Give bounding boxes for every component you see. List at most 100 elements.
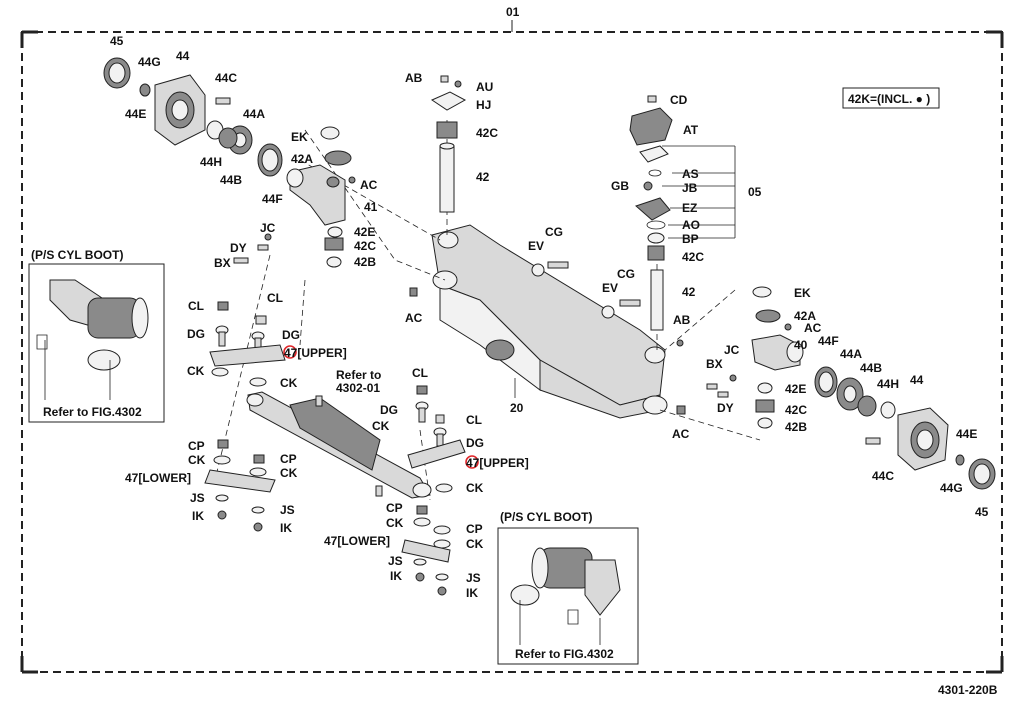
- label-js-left-2: JS: [280, 503, 295, 517]
- label-dg-center-1: DG: [380, 403, 398, 417]
- label-42e-right: 42E: [785, 382, 806, 396]
- sheet-number: 01: [506, 5, 520, 19]
- label-bp: BP: [682, 232, 699, 246]
- label-44g-right: 44G: [940, 481, 963, 495]
- label-42c-right-top: 42C: [682, 250, 704, 264]
- figure-id: 4301-220B: [938, 683, 998, 697]
- legend-note: 42K=(INCL. ● ): [848, 92, 930, 106]
- label-42a-left: 42A: [291, 152, 313, 166]
- label-ev-2: EV: [602, 281, 618, 295]
- label-cp-center-1: CP: [386, 501, 403, 515]
- label-44c-left: 44C: [215, 71, 237, 85]
- label-cg-2: CG: [617, 267, 635, 281]
- label-dy-right: DY: [717, 401, 734, 415]
- label-ck-center-1: CK: [372, 419, 390, 433]
- label-ao: AO: [682, 218, 700, 232]
- ac-bolt-center: [409, 287, 418, 297]
- label-cg-1: CG: [545, 225, 563, 239]
- label-42c-right: 42C: [785, 403, 807, 417]
- center-arm-parts: [401, 385, 466, 596]
- left-lower-arm-parts: [204, 439, 276, 532]
- label-ik-left-1: IK: [192, 509, 204, 523]
- label-ac-right: AC: [672, 427, 690, 441]
- label-cl-center-2: CL: [466, 413, 482, 427]
- label-42b-left: 42B: [354, 255, 376, 269]
- label-jb: JB: [682, 181, 698, 195]
- label-42c-left: 42C: [354, 239, 376, 253]
- right-knuckle-assembly: [706, 286, 804, 429]
- left-knuckle: [286, 164, 356, 226]
- label-cl-left-1: CL: [188, 299, 204, 313]
- label-cd: CD: [670, 93, 688, 107]
- label-cp-center-2: CP: [466, 522, 483, 536]
- label-44-left: 44: [176, 49, 190, 63]
- ab-fitting-right: [676, 339, 684, 347]
- label-ck-center-3: CK: [386, 516, 404, 530]
- label-ab-top: AB: [405, 71, 423, 85]
- label-42e-left: 42E: [354, 225, 375, 239]
- label-hj: HJ: [476, 98, 491, 112]
- label-ac-left-knuckle: AC: [360, 178, 378, 192]
- label-42b-right: 42B: [785, 420, 807, 434]
- label-41: 41: [364, 200, 378, 214]
- left-inset: [28, 263, 165, 423]
- label-jc-right: JC: [724, 343, 740, 357]
- label-dg-left-2: DG: [282, 328, 300, 342]
- label-42c-top: 42C: [476, 126, 498, 140]
- label-44a-right: 44A: [840, 347, 862, 361]
- label-ck-left-2: CK: [280, 376, 298, 390]
- label-cp-left-2: CP: [280, 452, 297, 466]
- label-ck-left-1: CK: [187, 364, 205, 378]
- label-44a-left: 44A: [243, 107, 265, 121]
- left-hub-assembly: [103, 57, 283, 177]
- label-bx-left: BX: [214, 256, 231, 270]
- label-42-right: 42: [682, 285, 696, 299]
- label-ik-center-2: IK: [466, 586, 478, 600]
- label-jc-left: JC: [260, 221, 276, 235]
- label-ik-center-1: IK: [390, 569, 402, 583]
- label-44b-left: 44B: [220, 173, 242, 187]
- label-47-lower-center[interactable]: 47[LOWER]: [324, 534, 390, 548]
- sheet-frame: [20, 20, 1004, 674]
- label-ac-right-knuckle: AC: [804, 321, 822, 335]
- right-inset-title: (P/S CYL BOOT): [500, 510, 592, 524]
- label-ik-left-2: IK: [280, 521, 292, 535]
- label-bx-right: BX: [706, 357, 723, 371]
- label-cp-left-1: CP: [188, 439, 205, 453]
- label-ac-center: AC: [405, 311, 423, 325]
- label-ck-center-4: CK: [466, 537, 484, 551]
- right-hub-assembly: [814, 366, 996, 490]
- label-gb: GB: [611, 179, 629, 193]
- label-ez: EZ: [682, 201, 697, 215]
- label-dg-center-2: DG: [466, 436, 484, 450]
- legend-box: [842, 87, 940, 109]
- left-inset-ref[interactable]: Refer to FIG.4302: [43, 405, 142, 419]
- label-dg-left-1: DG: [187, 327, 205, 341]
- label-40: 40: [794, 338, 808, 352]
- label-42-top: 42: [476, 170, 490, 184]
- label-44h-right: 44H: [877, 377, 899, 391]
- label-47-upper-center[interactable]: 47[UPPER]: [466, 456, 529, 470]
- highlight-47-upper-center: [465, 455, 479, 469]
- label-au: AU: [476, 80, 493, 94]
- cylinder-ref-line2[interactable]: 4302-01: [336, 381, 380, 395]
- label-ab-right: AB: [673, 313, 691, 327]
- label-at: AT: [683, 123, 699, 137]
- label-44f-left: 44F: [262, 192, 283, 206]
- right-inset-ref[interactable]: Refer to FIG.4302: [515, 647, 614, 661]
- label-44h-left: 44H: [200, 155, 222, 169]
- label-47-lower-left[interactable]: 47[LOWER]: [125, 471, 191, 485]
- ac-bolt-right: [676, 405, 686, 415]
- left-inset-title: (P/S CYL BOOT): [31, 248, 123, 262]
- cylinder-ref-line1: Refer to: [336, 368, 381, 382]
- right-inset: [497, 527, 639, 665]
- steering-cylinder: [246, 391, 432, 499]
- label-44b-right: 44B: [860, 361, 882, 375]
- label-47-upper-left[interactable]: 47[UPPER]: [284, 346, 347, 360]
- label-ev-1: EV: [528, 239, 544, 253]
- label-44g-left: 44G: [138, 55, 161, 69]
- label-44f-right: 44F: [818, 334, 839, 348]
- label-dy-left: DY: [230, 241, 247, 255]
- left-upper-arm-parts: [209, 301, 286, 387]
